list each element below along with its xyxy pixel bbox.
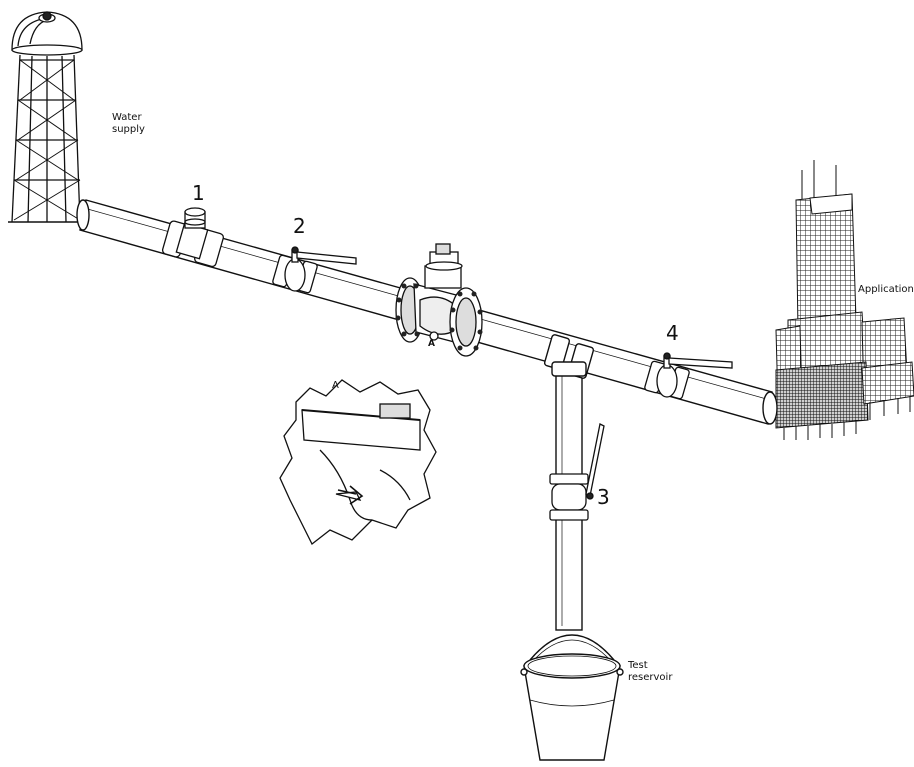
ball-valve-3 (549, 423, 605, 521)
item-number-4: 4 (666, 321, 679, 345)
item-number-2: 2 (293, 214, 306, 238)
water-tower (8, 11, 84, 223)
item-number-3: 3 (597, 485, 610, 509)
label-water-supply-line2: supply (112, 124, 145, 135)
strainer-1 (161, 207, 224, 268)
ball-valve-4 (644, 352, 733, 400)
main-valve (395, 243, 483, 357)
item-number-1: 1 (192, 181, 205, 205)
label-water-supply-line1: Water (112, 112, 142, 123)
detail-a-cutaway (279, 379, 437, 545)
label-test-reservoir-line1: Test (627, 660, 648, 671)
detail-marker: A (428, 339, 435, 349)
ball-valve-2 (272, 246, 357, 294)
label-test-reservoir-line2: reservoir (628, 672, 673, 683)
label-application: Application (858, 284, 914, 295)
detail-title: A (332, 380, 339, 391)
test-reservoir-bucket (520, 634, 624, 761)
application-building (775, 160, 914, 440)
